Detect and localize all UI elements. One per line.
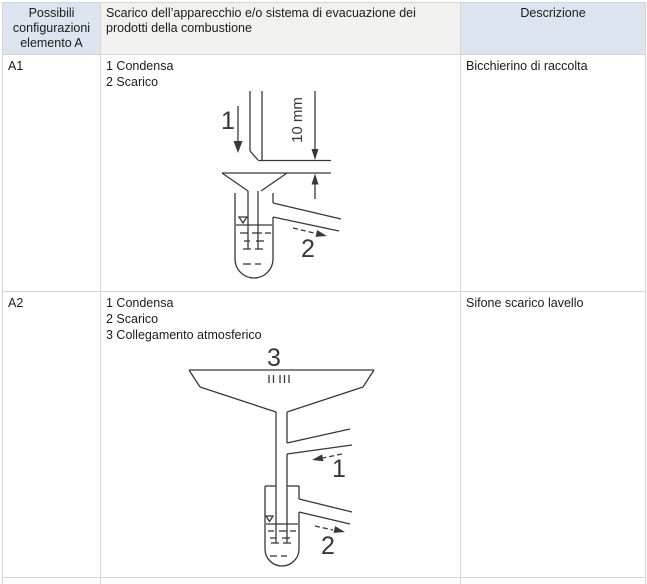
a2-label-scarico: 2 bbox=[321, 532, 335, 560]
header-descrizione: Descrizione bbox=[461, 3, 646, 55]
legend-item: 2 Scarico bbox=[106, 75, 159, 89]
diagram-cell-a2: 1 Condensa 2 Scarico 3 Collegamento atmo… bbox=[101, 292, 461, 578]
a2-label-collegamento-atmosferico: 3 bbox=[267, 344, 281, 372]
a1-label-scarico: 2 bbox=[301, 235, 315, 263]
description-a1: Bicchierino di raccolta bbox=[461, 55, 646, 292]
config-id-a1: A1 bbox=[3, 55, 101, 292]
legend-item: 1 Condensa bbox=[106, 59, 174, 73]
legend-item: 2 Scarico bbox=[106, 312, 159, 326]
a1-collection-cup-diagram: 1 2 10 mm bbox=[221, 91, 342, 279]
legend-item: 1 Condensa bbox=[106, 296, 174, 310]
table-row-a1: A1 1 Condensa 2 Scarico bbox=[3, 55, 646, 292]
a2-label-condensa: 1 bbox=[332, 455, 346, 483]
diagram-cell-a1: 1 Condensa 2 Scarico bbox=[101, 55, 461, 292]
legend-a1: 1 Condensa 2 Scarico bbox=[106, 58, 455, 90]
partial-cell bbox=[101, 578, 461, 584]
legend-a2: 1 Condensa 2 Scarico 3 Collegamento atmo… bbox=[106, 295, 455, 343]
partial-cell bbox=[461, 578, 646, 584]
a1-dimension-10mm: 10 mm bbox=[289, 97, 306, 143]
config-id-a2: A2 bbox=[3, 292, 101, 578]
table-row-a2: A2 1 Condensa 2 Scarico 3 Collegamento a… bbox=[3, 292, 646, 578]
table-header-row: Possibili configurazioni elemento A Scar… bbox=[3, 3, 646, 55]
partial-cell bbox=[3, 578, 101, 584]
header-scarico-apparecchio: Scarico dell’apparecchio e/o sistema di … bbox=[101, 3, 461, 55]
header-possibili-configurazioni: Possibili configurazioni elemento A bbox=[3, 3, 101, 55]
a1-label-condensa: 1 bbox=[221, 107, 235, 135]
description-a2: Sifone scarico lavello bbox=[461, 292, 646, 578]
legend-item: 3 Collegamento atmosferico bbox=[106, 328, 262, 342]
table-row-partial bbox=[3, 578, 646, 584]
a2-sink-siphon-diagram: 3 1 2 bbox=[188, 344, 375, 567]
